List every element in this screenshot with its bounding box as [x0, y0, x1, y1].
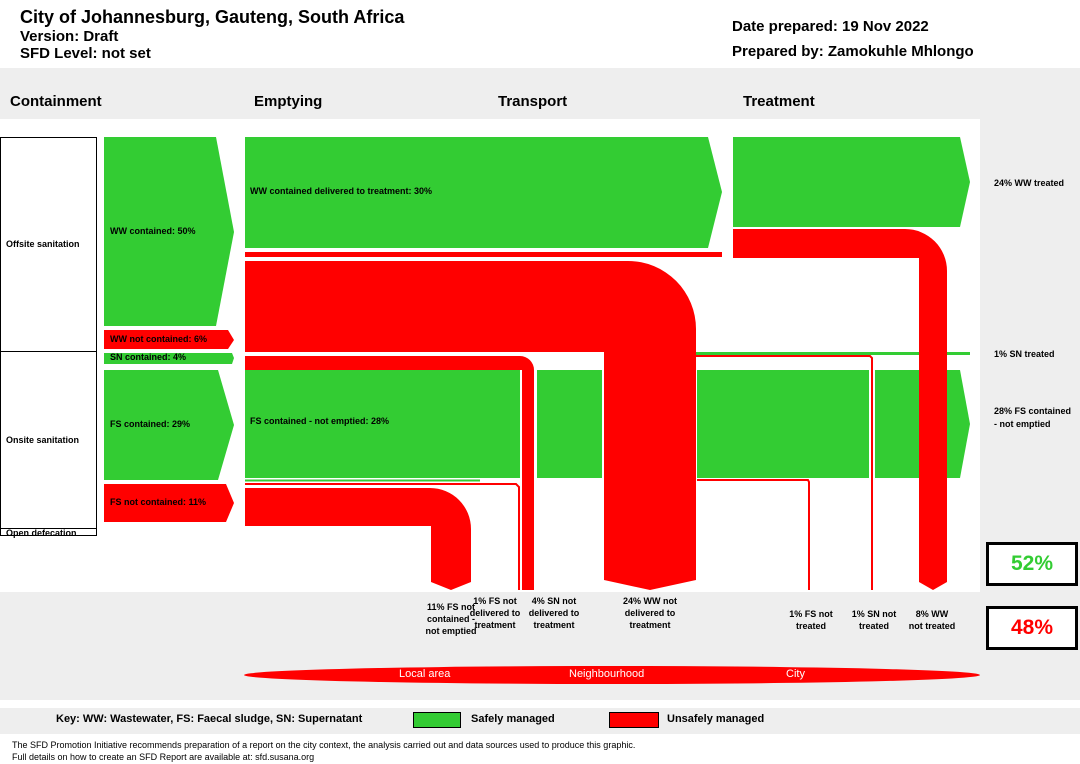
area-local: Local area	[399, 668, 451, 680]
version-label: Version: Draft	[20, 28, 119, 45]
loss-fs-not-emptied: 11% FS not contained - not emptied	[425, 602, 477, 636]
flow-fs-not-emptied-c	[697, 370, 869, 478]
footer-line-1: The SFD Promotion Initiative recommends …	[12, 740, 636, 750]
loss-fs-not-treated: 1% FS not treated	[789, 609, 833, 631]
key-text: Key: WW: Wastewater, FS: Faecal sludge, …	[56, 713, 363, 725]
label-fs-not-emptied: FS contained - not emptied: 28%	[250, 416, 390, 426]
prepared-by: Prepared by: Zamokuhle Mhlongo	[732, 43, 974, 60]
label-fs-contained: FS contained: 29%	[110, 419, 191, 429]
loss-ww-not-delivered: 24% WW not delivered to treatment	[623, 596, 677, 630]
unsafe-percentage: 48%	[986, 606, 1078, 650]
flow-fs-not-delivered	[245, 483, 520, 590]
stage-transport: Transport	[498, 93, 568, 110]
flow-fs-not-emptied-a	[245, 370, 520, 478]
box-open-defecation	[0, 528, 97, 536]
loss-sn-not-delivered: 4% SN not delivered to treatment	[528, 596, 580, 630]
label-ww-not-contained: WW not contained: 6%	[110, 334, 207, 344]
header-right: Date prepared: 19 Nov 2022 Prepared by: …	[732, 14, 974, 64]
flow-sn-contained	[104, 353, 234, 364]
label-ww-contained: WW contained: 50%	[110, 226, 196, 236]
flow-ww-not-contained	[104, 330, 234, 349]
key-unsafe-label: Unsafely managed	[667, 713, 765, 725]
flow-fs-not-emptied-e	[947, 370, 970, 478]
area-city: City	[786, 668, 805, 680]
city-title: City of Johannesburg, Gauteng, South Afr…	[20, 7, 405, 27]
loss-fs-not-delivered: 1% FS not delivered to treatment	[469, 596, 521, 630]
result-sn-treated: 1% SN treated	[994, 349, 1055, 359]
stage-treatment: Treatment	[743, 93, 815, 110]
stage-chevron-containment	[0, 80, 234, 119]
stage-chevron-transport	[488, 80, 724, 119]
flow-ww-not-treated	[733, 229, 947, 590]
flow-fs-not-treated	[697, 479, 810, 590]
flow-fs-not-contained-not-emptied	[245, 488, 471, 590]
safe-percentage: 52%	[986, 542, 1078, 586]
loss-sn-not-treated: 1% SN not treated	[851, 609, 897, 631]
flow-fs-contained	[104, 370, 234, 480]
flow-ww-delivered	[245, 137, 722, 248]
flow-ww-treated	[733, 137, 970, 227]
stage-emptying: Emptying	[254, 93, 323, 110]
flow-fs-not-contained	[104, 484, 234, 522]
label-sn-contained: SN contained: 4%	[110, 352, 187, 362]
flow-ww-delivered-thin	[245, 252, 722, 257]
key-safe-label: Safely managed	[471, 713, 555, 725]
footer-line-2: Full details on how to create an SFD Rep…	[12, 752, 315, 762]
area-neighbourhood: Neighbourhood	[569, 668, 645, 680]
label-ww-delivered: WW contained delivered to treatment: 30%	[250, 186, 433, 196]
header-left: City of Johannesburg, Gauteng, South Afr…	[20, 6, 404, 62]
sfd-level-label: SFD Level: not set	[20, 45, 151, 62]
stage-chevron-emptying	[244, 80, 480, 119]
stage-chevron-treatment	[732, 80, 972, 119]
system-open-defecation: Open defecation	[6, 528, 77, 538]
flow-ww-not-delivered	[245, 261, 696, 590]
label-fs-not-contained: FS not contained: 11%	[110, 497, 207, 507]
loss-ww-not-treated: 8% WW not treated	[908, 609, 956, 631]
result-ww-treated: 24% WW treated	[994, 178, 1065, 188]
flow-ww-contained	[104, 137, 234, 326]
system-offsite: Offsite sanitation	[6, 239, 80, 249]
flow-fs-not-emptied-b	[537, 370, 602, 478]
flow-fs-not-emptied-d	[875, 370, 919, 478]
system-onsite: Onsite sanitation	[6, 435, 80, 445]
key-panel	[0, 708, 1080, 734]
key-safe-swatch	[413, 712, 461, 728]
key-unsafe-swatch	[609, 712, 659, 728]
flow-sn-not-treated	[604, 355, 873, 590]
stage-containment: Containment	[10, 93, 102, 110]
date-prepared: Date prepared: 19 Nov 2022	[732, 18, 929, 35]
box-onsite	[0, 351, 97, 529]
result-fs-not-emptied: 28% FS contained - not emptied	[994, 406, 1072, 429]
area-ellipse	[244, 666, 980, 684]
